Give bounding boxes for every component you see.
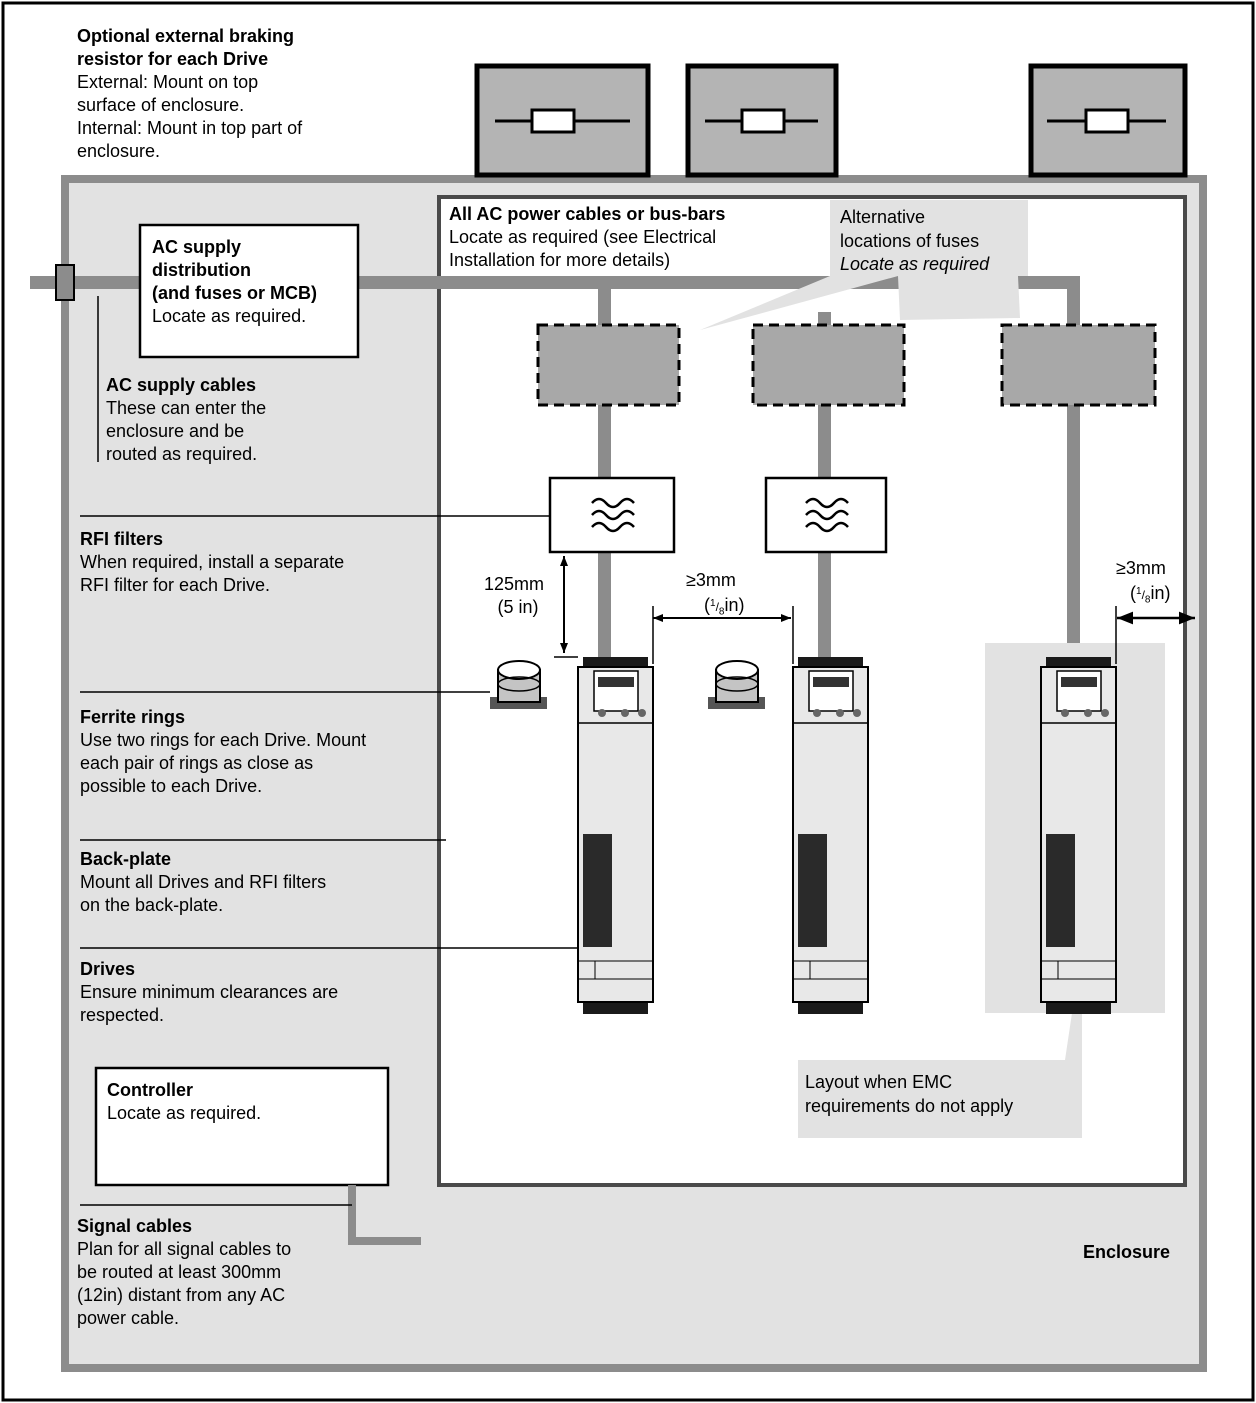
- fuses-text-2: locations of fuses: [840, 231, 979, 251]
- braking-resistor-label: Optional external braking resistor for e…: [77, 26, 303, 161]
- cable-gland: [55, 264, 75, 301]
- signal-cable: [348, 1185, 421, 1245]
- ac-supply-bus: [1067, 276, 1080, 336]
- ac-supply-cables-label: AC supply cables These can enter the enc…: [106, 375, 267, 464]
- ac-distribution-label: AC supply distribution (and fuses or MCB…: [152, 237, 318, 326]
- ferrite-rings-label: Ferrite rings Use two rings for each Dri…: [80, 707, 367, 796]
- power-cable: [1067, 336, 1080, 659]
- ferrite-ring: [490, 660, 547, 709]
- rfi-filter: [764, 476, 888, 554]
- back-plate-label: Back-plate Mount all Drives and RFI filt…: [80, 849, 327, 915]
- enclosure-label: Enclosure: [1083, 1242, 1171, 1262]
- ac-power-cables-label: All AC power cables or bus-bars Locate a…: [449, 204, 726, 270]
- braking-resistor: [474, 63, 651, 178]
- controller-box: [94, 1066, 390, 1187]
- fuse-location: [1000, 323, 1157, 407]
- controller-label: Controller Locate as required.: [107, 1080, 262, 1123]
- drives-label: Drives Ensure minimum clearances are res…: [80, 959, 339, 1025]
- rfi-filters-label: RFI filters When required, install a sep…: [80, 529, 345, 595]
- ac-distribution-box: [138, 223, 360, 359]
- signal-cables-label: Signal cables Plan for all signal cables…: [77, 1216, 292, 1328]
- braking-resistor: [685, 63, 839, 178]
- ferrite-ring: [708, 660, 765, 709]
- braking-resistor: [1028, 63, 1188, 178]
- drive-unit: [1040, 657, 1117, 1014]
- emc-text-2: requirements do not apply: [805, 1096, 1013, 1116]
- fuses-text-1: Alternative: [840, 207, 925, 227]
- drive-unit: [577, 657, 654, 1014]
- fuse-location: [751, 323, 906, 407]
- rfi-filter: [548, 476, 676, 554]
- fuses-text-3: Locate as required: [840, 254, 990, 274]
- dimension-3mm-label-right: ≥3mm (1/8in): [1116, 558, 1171, 606]
- dimension-3mm-label: ≥3mm (1/8in): [686, 570, 745, 618]
- fuses-callout: [700, 200, 1028, 330]
- emc-text-1: Layout when EMC: [805, 1072, 952, 1092]
- fuse-location: [536, 323, 681, 407]
- drive-unit: [792, 657, 869, 1014]
- dimension-125mm-label: 125mm (5 in): [484, 574, 545, 617]
